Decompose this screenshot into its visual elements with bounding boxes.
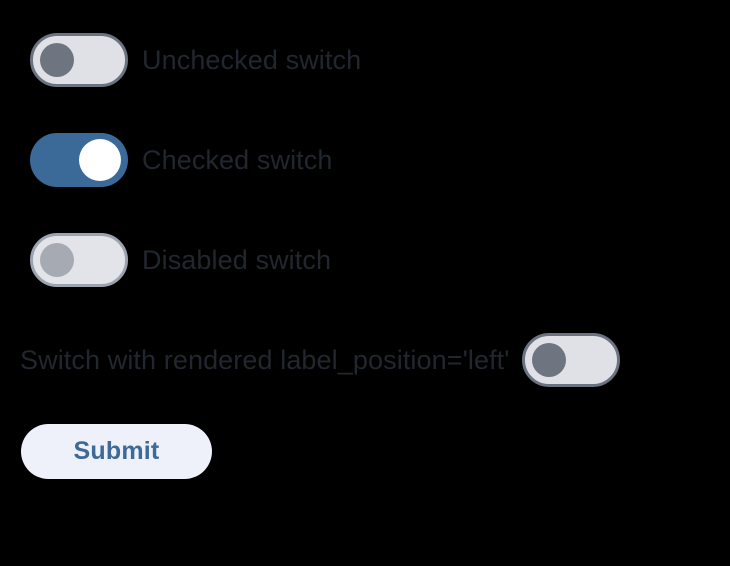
checked-switch[interactable] — [30, 133, 128, 187]
switch-row-left-label: Switch with rendered label_position='lef… — [20, 333, 620, 387]
switch-knob — [40, 243, 74, 277]
switch-row-disabled: Disabled switch — [30, 233, 331, 287]
switch-row-unchecked: Unchecked switch — [30, 33, 361, 87]
left-label-switch[interactable] — [521, 333, 620, 387]
switch-row-checked: Checked switch — [30, 133, 332, 187]
checked-switch-label: Checked switch — [142, 144, 333, 175]
submit-button[interactable]: Submit — [21, 424, 212, 479]
switch-knob — [40, 43, 74, 77]
left-label-switch-label: Switch with rendered label_position='lef… — [20, 344, 510, 375]
disabled-switch — [30, 233, 128, 287]
unchecked-switch-label: Unchecked switch — [142, 44, 362, 75]
switch-knob — [79, 139, 121, 181]
unchecked-switch[interactable] — [30, 33, 128, 87]
disabled-switch-label: Disabled switch — [142, 244, 332, 275]
switch-knob — [531, 343, 566, 377]
